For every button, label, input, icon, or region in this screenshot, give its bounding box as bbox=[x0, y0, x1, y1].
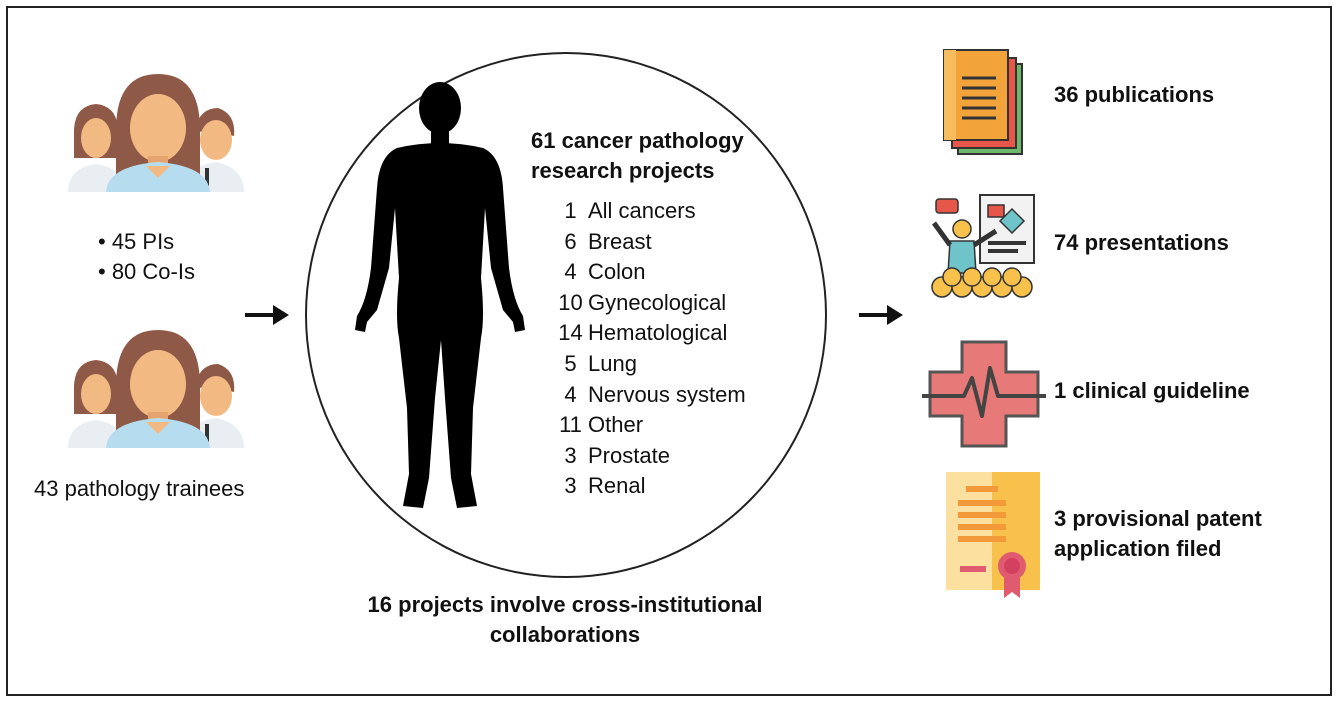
pi-count: • 45 PIs bbox=[98, 229, 175, 254]
people-group-icon bbox=[68, 74, 244, 192]
category-count: 14 bbox=[558, 320, 583, 346]
list-item: 5 Lung bbox=[553, 349, 746, 380]
collaboration-line1: 16 projects involve cross-institutional bbox=[367, 592, 763, 617]
category-count: 3 bbox=[564, 473, 577, 499]
category-label: Breast bbox=[588, 228, 652, 254]
right-arrow-icon bbox=[245, 305, 289, 325]
projects-title: 61 cancer pathology research projects bbox=[531, 126, 744, 186]
projects-title-line2: research projects bbox=[531, 158, 715, 183]
collaboration-note: 16 projects involve cross-institutional … bbox=[330, 590, 800, 650]
human-body-icon bbox=[355, 82, 525, 508]
category-label: Hematological bbox=[588, 320, 728, 346]
patent-label: 3 provisional patent application filed bbox=[1054, 504, 1262, 564]
presenter-audience-icon bbox=[931, 194, 1035, 298]
category-count: 4 bbox=[564, 381, 577, 407]
category-label: Prostate bbox=[588, 442, 670, 468]
presentations-label: 74 presentations bbox=[1054, 230, 1229, 255]
trainees-group-icon bbox=[68, 330, 244, 448]
list-item: 4 Nervous system bbox=[553, 380, 746, 411]
patent-line2: application filed bbox=[1054, 536, 1222, 561]
category-label: Colon bbox=[588, 259, 646, 285]
documents-stack-icon bbox=[943, 49, 1023, 155]
category-count: 4 bbox=[564, 259, 577, 285]
certificate-icon bbox=[946, 472, 1040, 598]
figure-frame bbox=[6, 6, 1332, 696]
list-item: 3 Prostate bbox=[553, 441, 746, 472]
category-label: Renal bbox=[588, 473, 646, 499]
projects-title-line1: 61 cancer pathology bbox=[531, 128, 744, 153]
category-label: All cancers bbox=[588, 198, 696, 223]
category-count: 10 bbox=[558, 289, 583, 315]
coi-count: • 80 Co-Is bbox=[98, 259, 195, 284]
right-arrow-icon bbox=[859, 305, 903, 325]
medical-cross-heartbeat-icon bbox=[922, 340, 1046, 448]
publications-label: 36 publications bbox=[1054, 82, 1215, 107]
category-label: Nervous system bbox=[588, 381, 746, 407]
list-item: 3 Renal bbox=[553, 471, 746, 502]
projects-circle bbox=[305, 52, 827, 578]
category-label: Gynecological bbox=[588, 289, 727, 315]
category-count: 1 bbox=[564, 198, 577, 223]
list-item: 1 All cancers bbox=[553, 196, 746, 227]
category-label: Lung bbox=[588, 350, 637, 376]
guideline-label: 1 clinical guideline bbox=[1054, 378, 1250, 403]
category-label: Other bbox=[588, 412, 644, 438]
patent-line1: 3 provisional patent bbox=[1054, 506, 1262, 531]
investigator-counts: • 45 PIs • 80 Co-Is bbox=[98, 227, 195, 287]
list-item: 4 Colon bbox=[553, 257, 746, 288]
category-count: 6 bbox=[564, 228, 577, 254]
category-count: 11 bbox=[559, 412, 582, 438]
category-count: 3 bbox=[564, 442, 577, 468]
category-count: 5 bbox=[564, 350, 577, 376]
trainees-label: 43 pathology trainees bbox=[34, 476, 245, 501]
collaboration-line2: collaborations bbox=[489, 622, 641, 647]
list-item: 6 Breast bbox=[553, 227, 746, 258]
